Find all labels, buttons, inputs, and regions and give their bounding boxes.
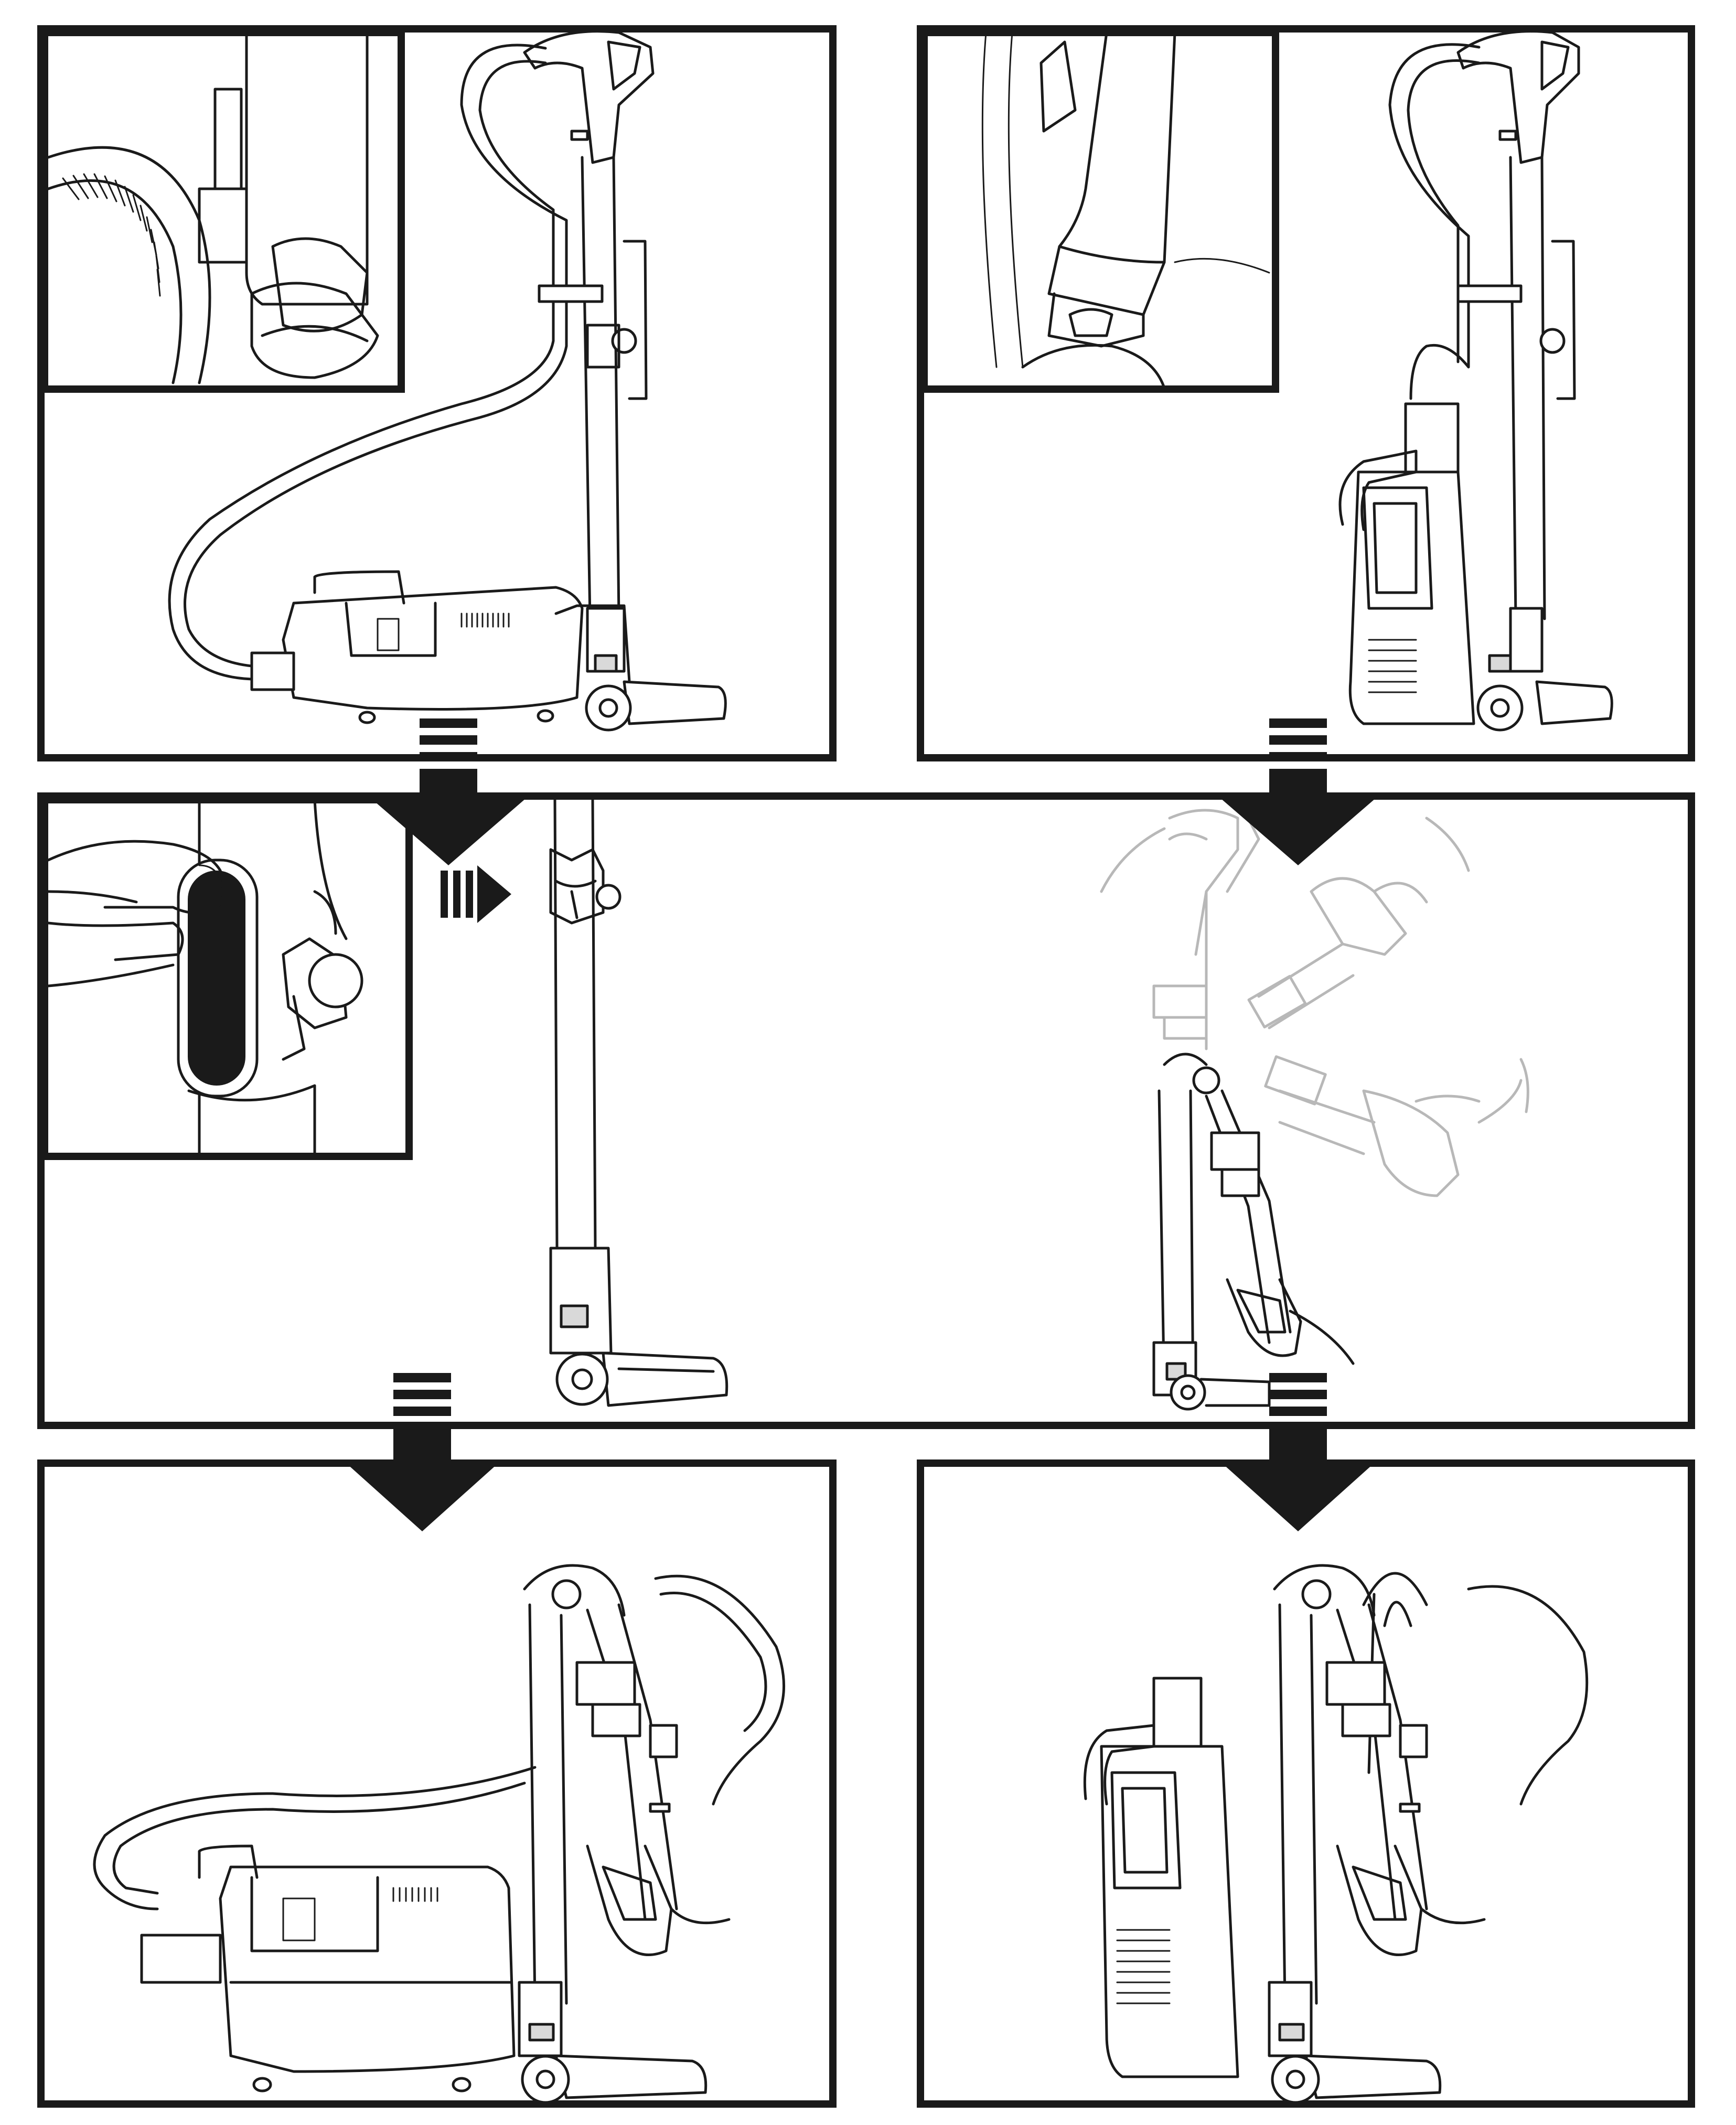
panel-1-inset [41, 29, 405, 393]
press-arrow [441, 865, 511, 923]
arrow-1-to-3 [367, 718, 530, 865]
panel-2-vacuum [1338, 30, 1613, 732]
panel-5 [37, 1459, 837, 2108]
panel-3-inset [41, 796, 413, 1160]
panel-2-inset [920, 29, 1279, 393]
arrow-3-to-5 [346, 1373, 498, 1531]
arrow-2-to-4 [1217, 718, 1379, 865]
panel-6-vacuum [1083, 1564, 1589, 2104]
panel-1-vacuum [168, 30, 727, 732]
arrow-4-to-6 [1222, 1373, 1374, 1531]
panel-3-wand [549, 798, 728, 1407]
panel-5-vacuum [93, 1564, 785, 2104]
